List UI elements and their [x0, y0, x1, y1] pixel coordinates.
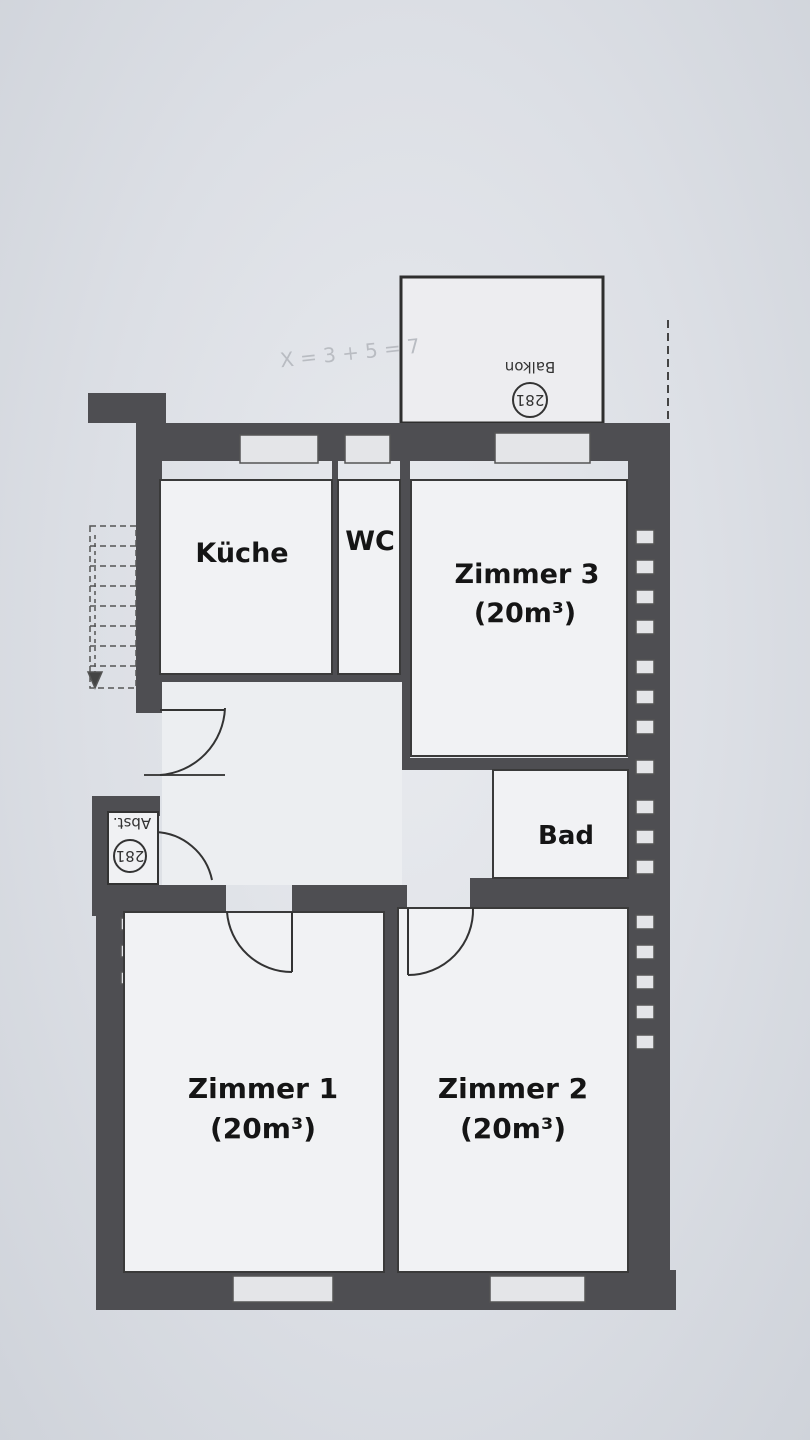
room-wc-name: WC [345, 526, 395, 557]
room-zimmer2-name: Zimmer 2 [438, 1072, 588, 1105]
abst-label: Abst. [113, 814, 151, 832]
abst-closet: 281 Abst. [107, 811, 159, 885]
stairs [86, 525, 137, 690]
room-zimmer1-area: (20m³) [210, 1112, 316, 1145]
room-kueche-name: Küche [195, 538, 288, 569]
room-zimmer1-name: Zimmer 1 [188, 1072, 338, 1105]
room-zimmer3-name: Zimmer 3 [455, 559, 600, 590]
balcony-stamp: 281 Balkon [505, 358, 556, 418]
doors [144, 707, 475, 976]
room-zimmer3-area: (20m³) [474, 598, 576, 629]
abst-number: 281 [116, 847, 145, 865]
balcony-number: 281 [516, 391, 545, 409]
corridor [162, 682, 402, 885]
room-bad-name: Bad [538, 821, 594, 851]
balcony-label: Balkon [505, 358, 556, 376]
room-floors [123, 479, 629, 1273]
balcony [399, 275, 669, 425]
room-zimmer2-area: (20m³) [460, 1112, 566, 1145]
